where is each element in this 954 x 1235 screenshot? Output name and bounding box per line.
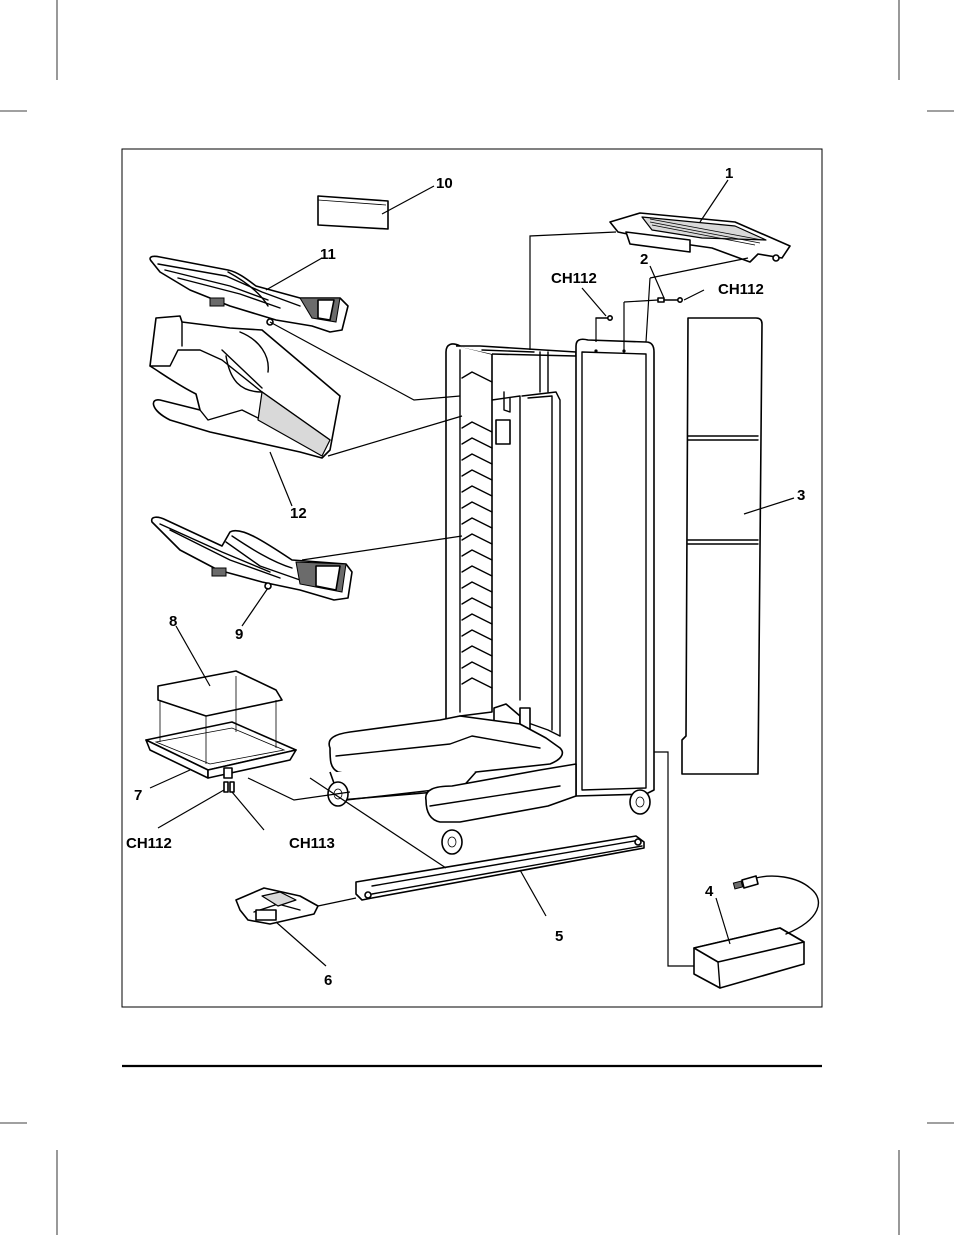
callout-8: 8	[169, 613, 177, 630]
caster-wheel-right	[630, 790, 650, 814]
callout-9: 9	[235, 626, 243, 643]
callout-ch112-bottom: CH112	[126, 835, 172, 852]
callout-ch112-top-right: CH112	[718, 281, 764, 298]
callout-ch112-top-left: CH112	[551, 270, 597, 287]
part-9-output-bin	[152, 517, 352, 600]
part-8-board	[158, 671, 282, 716]
callout-11: 11	[320, 246, 336, 263]
callout-4: 4	[705, 883, 714, 900]
caster-wheel-front	[442, 830, 462, 854]
callout-5: 5	[555, 928, 563, 945]
screw-ch112-bottom	[224, 782, 234, 792]
callout-ch113-bottom: CH113	[289, 835, 335, 852]
part-10-label-card	[318, 196, 388, 229]
callout-10: 10	[436, 175, 453, 192]
part-12-upper-cover	[150, 316, 340, 458]
callout-7: 7	[134, 787, 142, 804]
part-3-side-panel	[682, 318, 762, 774]
callout-1: 1	[725, 165, 733, 182]
screw-ch112-top-right	[658, 298, 682, 302]
callout-2: 2	[640, 251, 648, 268]
main-frame	[328, 339, 654, 854]
part-5-rail	[356, 836, 644, 900]
part-6-controller	[236, 888, 356, 924]
part-1-top-cover	[610, 213, 790, 262]
callout-6: 6	[324, 972, 332, 989]
callout-12: 12	[290, 505, 307, 522]
callout-3: 3	[797, 487, 805, 504]
screw-ch112-top-left	[596, 316, 612, 320]
